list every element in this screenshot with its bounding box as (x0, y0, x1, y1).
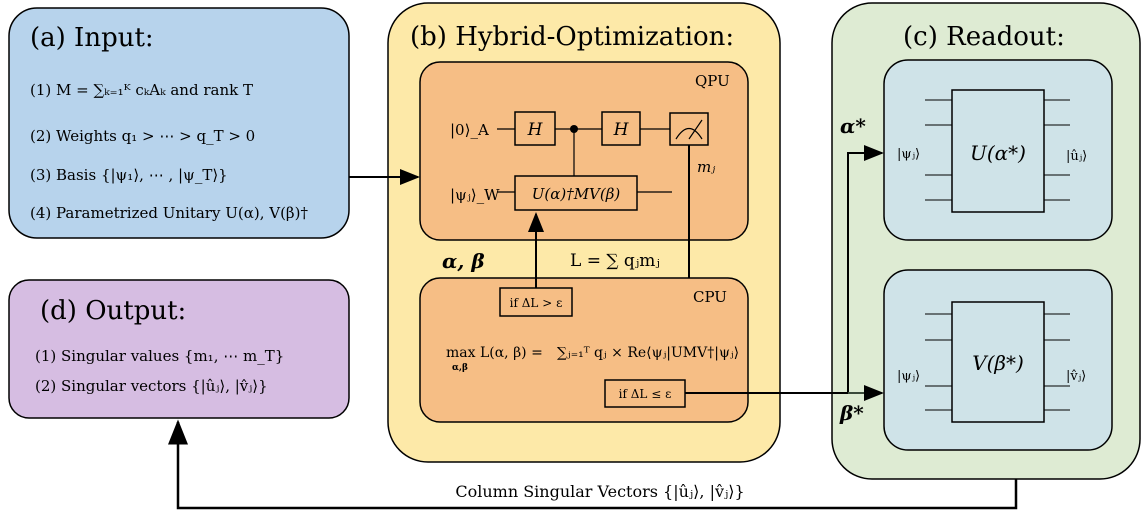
output-title: (d) Output: (40, 296, 186, 326)
input-item-4: (4) Parametrized Unitary U(α), V(β)† (30, 204, 308, 222)
u-output-state: |ûⱼ⟩ (1066, 149, 1087, 164)
meter-needle-icon (688, 119, 703, 140)
u-gate-label: U(α*) (970, 141, 1026, 165)
hadamard-label-1: H (527, 120, 544, 140)
exit-condition-label: if ΔL ≤ ε (619, 387, 672, 401)
input-item-3: (3) Basis {|ψ₁⟩, ⋯ , |ψ_T⟩} (30, 166, 228, 184)
exit-condition-box (604, 379, 686, 408)
controlled-unitary-gate (514, 175, 638, 211)
output-item-1: (1) Singular values {m₁, ⋯ m_T} (35, 347, 284, 365)
meter-arc-icon (675, 127, 703, 140)
output-panel: (d) Output: (1) Singular values {m₁, ⋯ m… (8, 279, 350, 419)
v-gate-label: V(β*) (972, 351, 1024, 375)
hybrid-title: (b) Hybrid-Optimization: (410, 22, 734, 52)
loop-condition-box (499, 287, 573, 317)
feedback-label-bg (420, 478, 780, 502)
input-item-1: (1) M = ∑ₖ₌₁ᴷ cₖAₖ and rank T (30, 81, 253, 99)
loop-condition-label: if ΔL > ε (510, 296, 563, 310)
input-title: (a) Input: (30, 23, 154, 53)
ancilla-state-label: |0⟩_A (450, 121, 489, 139)
hadamard-gate-1 (514, 111, 556, 146)
work-state-label: |ψⱼ⟩_W (450, 186, 500, 204)
output-item-2: (2) Singular vectors {|ûⱼ⟩, |v̂ⱼ⟩} (35, 377, 268, 395)
input-item-2: (2) Weights q₁ > ⋯ > q_T > 0 (30, 127, 255, 145)
u-gate-box (951, 89, 1045, 213)
objective-rhs: ∑ⱼ₌₁ᵀ qⱼ × Re⟨ψⱼ|UMV†|ψⱼ⟩ (557, 345, 739, 361)
loss-label: L = ∑ qⱼmⱼ (570, 251, 660, 271)
feedback-label: Column Singular Vectors {|ûⱼ⟩, |v̂ⱼ⟩} (455, 482, 744, 501)
readout-panel: (c) Readout: U(α*) |ψⱼ⟩ |ûⱼ⟩ V(β*) |ψⱼ⟩ … (831, 2, 1141, 480)
cpu-label: CPU (693, 288, 727, 306)
controlled-unitary-label: U(α)†MV(β) (532, 185, 621, 203)
v-output-state: |v̂ⱼ⟩ (1066, 369, 1086, 384)
u-input-state: |ψⱼ⟩ (897, 147, 920, 162)
hadamard-gate-2 (601, 111, 641, 146)
hybrid-panel: (b) Hybrid-Optimization: QPU |0⟩_A |ψⱼ⟩_… (387, 2, 781, 463)
v-gate-box (951, 301, 1045, 423)
objective-subscript: α,β (452, 363, 468, 373)
readout-title: (c) Readout: (903, 22, 1065, 52)
qpu-label: QPU (695, 72, 730, 90)
params-label: α, β (442, 249, 485, 273)
alpha-star-label: α* (840, 114, 866, 138)
hadamard-label-2: H (613, 120, 630, 140)
feedback-arrow (168, 419, 1018, 510)
qpu-box (419, 61, 749, 241)
objective-lhs: max L(α, β) = (446, 345, 543, 361)
input-panel: (a) Input: (1) M = ∑ₖ₌₁ᴷ cₖAₖ and rank T… (8, 7, 350, 239)
output-panel-box (8, 279, 350, 419)
beta-star-label: β* (839, 401, 864, 425)
measurement-output-label: mⱼ (697, 158, 715, 176)
alpha-readout-arrow (685, 145, 884, 394)
input-panel-box (8, 7, 350, 239)
v-input-state: |ψⱼ⟩ (897, 369, 920, 384)
